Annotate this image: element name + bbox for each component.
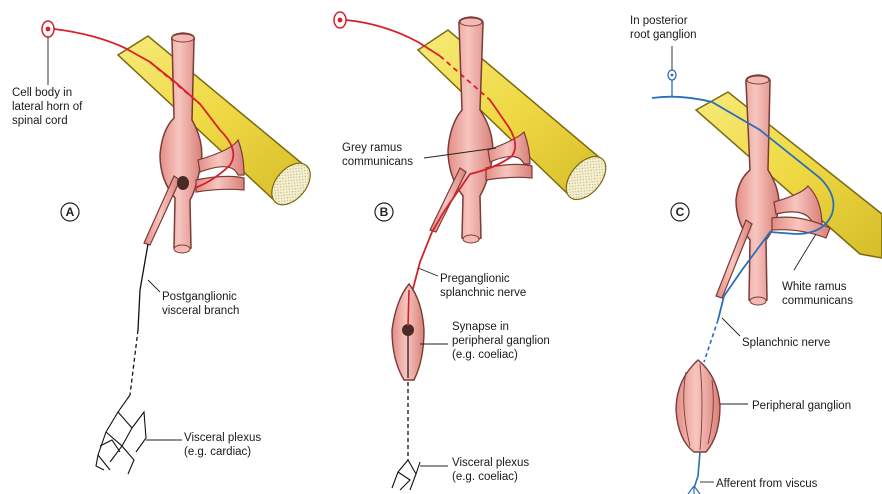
label-plexus-a-2: (e.g. cardiac) [184,446,251,458]
label-synapse-1: Synapse in [452,321,509,333]
label-synapse-3: (e.g. coeliac) [452,349,518,361]
label-synapse-2: peripheral ganglion [452,335,550,347]
label-afferent: Afferent from viscus [716,478,818,490]
label-plexus-b-1: Visceral plexus [452,457,529,469]
label-white-ramus-1: White ramus [782,281,847,293]
panel-c: C In posterior root ganglion White ramus… [630,15,882,494]
label-preganglionic-2: splanchnic nerve [440,287,526,299]
label-posterior-root-2: root ganglion [630,29,697,41]
svg-text:C: C [676,205,685,219]
label-postganglionic-2: visceral branch [162,305,239,317]
visceral-plexus-b [392,460,420,490]
svg-text:B: B [380,205,389,219]
label-plexus-a-1: Visceral plexus [184,432,261,444]
cell-body-a [42,21,54,37]
visceral-plexus-a [96,395,146,474]
cell-body-b [334,12,346,28]
label-posterior-root-1: In posterior [630,15,688,27]
panel-a: A Cell body in lateral horn of spinal co… [12,21,318,474]
panel-letter-b: B [375,203,393,221]
peripheral-ganglion-b [392,284,424,380]
peripheral-ganglion-c [676,360,720,452]
label-cell-body-2: lateral horn of [12,101,83,113]
label-cell-body-3: spinal cord [12,115,68,127]
label-cell-body-1: Cell body in [12,87,72,99]
label-postganglionic-1: Postganglionic [162,291,237,303]
panel-letter-a: A [61,203,79,221]
label-grey-ramus-1: Grey ramus [342,142,402,154]
panel-b: B Grey ramus communicans Preganglionic s… [334,12,614,490]
label-peripheral-ganglion: Peripheral ganglion [752,400,851,412]
svg-text:A: A [66,205,75,219]
postganglionic-fiber-a [138,244,148,330]
label-grey-ramus-2: communicans [342,156,413,168]
spinal-nerve-b [418,30,614,207]
panel-letter-c: C [671,203,689,221]
label-preganglionic-1: Preganglionic [440,273,510,285]
label-white-ramus-2: communicans [782,295,853,307]
label-plexus-b-2: (e.g. coeliac) [452,471,518,483]
posterior-root-ganglion-c [668,70,676,96]
label-splanchnic: Splanchnic nerve [742,337,830,349]
